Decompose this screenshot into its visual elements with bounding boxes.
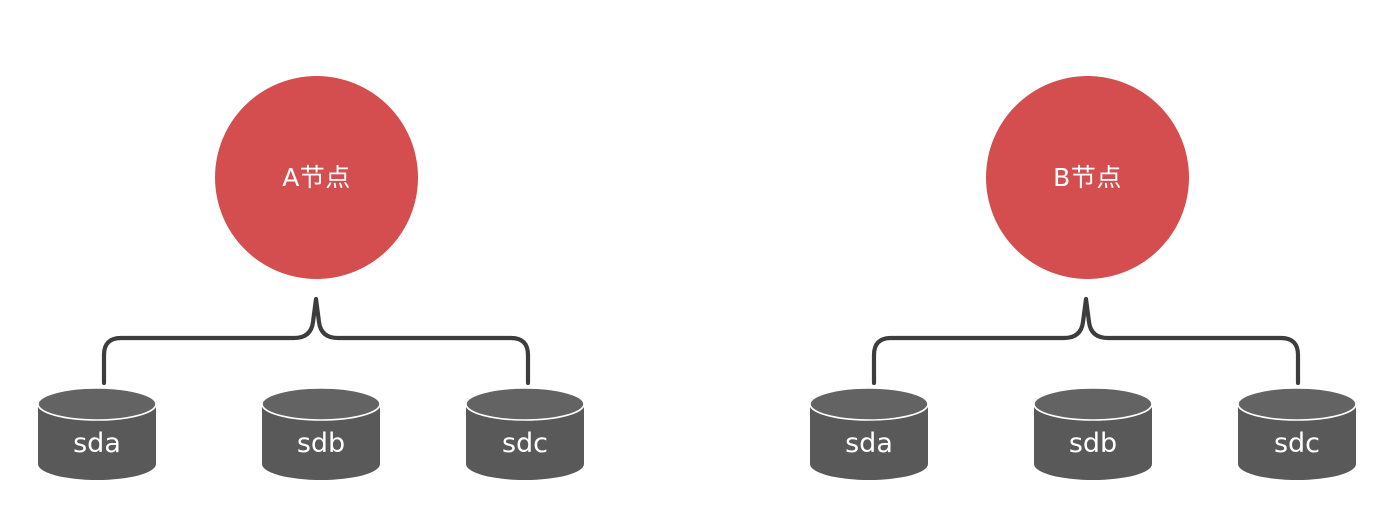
disk-a-sdb-shape [262, 388, 380, 480]
node-circle-a[interactable]: A节点 [215, 76, 418, 279]
disk-b-sdc[interactable]: sdc [1238, 388, 1356, 480]
node-circle-b-label: B节点 [1053, 163, 1122, 192]
brace-connector-a-svg [101, 296, 531, 385]
disk-b-sda[interactable]: sda [810, 388, 928, 480]
disk-a-sdb[interactable]: sdb [262, 388, 380, 480]
disk-a-sdc[interactable]: sdc [466, 388, 584, 480]
brace-connector-b-svg [871, 296, 1301, 385]
disk-b-sdb-shape [1034, 388, 1152, 480]
node-circle-a-label: A节点 [282, 163, 351, 192]
node-circle-b[interactable]: B节点 [986, 76, 1189, 279]
node-group-b: B节点 sda sdb [772, 0, 1380, 528]
disk-b-sda-shape [810, 388, 928, 480]
brace-connector-a [90, 295, 540, 385]
brace-connector-b [860, 295, 1310, 385]
disk-a-sda-shape [38, 388, 156, 480]
disk-a-sdc-shape [466, 388, 584, 480]
node-group-a: A节点 sda sdb [0, 0, 620, 528]
disk-b-sdc-shape [1238, 388, 1356, 480]
disk-a-sda[interactable]: sda [38, 388, 156, 480]
disk-b-sdb[interactable]: sdb [1034, 388, 1152, 480]
